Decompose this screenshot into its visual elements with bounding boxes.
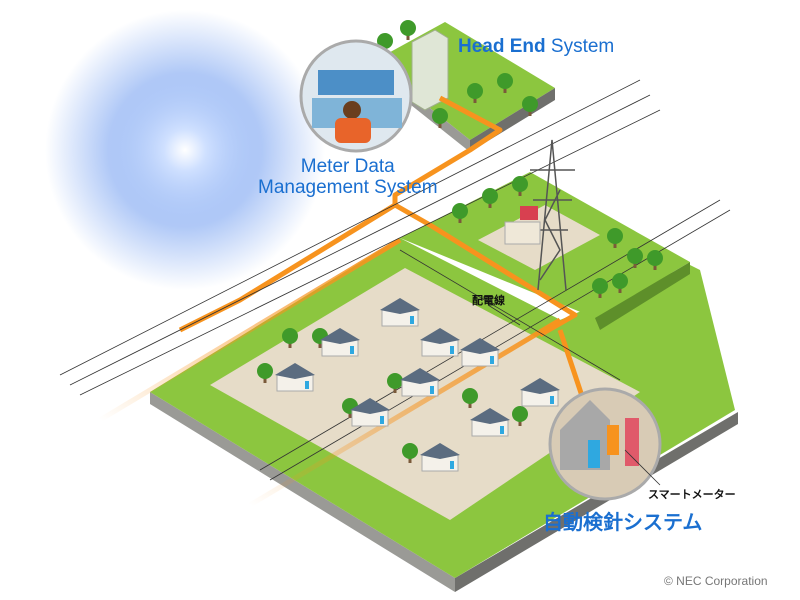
tree bbox=[522, 96, 538, 116]
smart-meter-label: スマートメーター bbox=[648, 489, 736, 501]
house bbox=[400, 368, 440, 397]
tree bbox=[282, 328, 298, 348]
mdm-label-line1: Meter Data bbox=[300, 156, 395, 177]
tree bbox=[467, 83, 483, 103]
head-end-label-rest: System bbox=[545, 36, 615, 57]
houses bbox=[275, 298, 560, 472]
house bbox=[320, 328, 360, 357]
transmission-tower bbox=[530, 139, 575, 291]
tree bbox=[452, 203, 468, 223]
house bbox=[350, 398, 390, 427]
smart-meter-icon bbox=[588, 440, 600, 468]
tree bbox=[647, 250, 663, 270]
tree bbox=[497, 73, 513, 93]
mdm-control-room bbox=[299, 39, 413, 153]
copyright: © NEC Corporation bbox=[664, 574, 768, 588]
substation-equipment bbox=[520, 206, 538, 220]
tree bbox=[482, 188, 498, 208]
distribution-line-label: 配電線 bbox=[472, 295, 505, 307]
house bbox=[380, 298, 420, 327]
tree bbox=[512, 406, 528, 426]
tree bbox=[627, 248, 643, 268]
substation-building bbox=[504, 221, 541, 245]
house bbox=[470, 408, 510, 437]
tree bbox=[612, 273, 628, 293]
tree bbox=[400, 20, 416, 40]
tree bbox=[387, 373, 403, 393]
house bbox=[275, 363, 315, 392]
head-end-system-label: Head End System bbox=[458, 36, 614, 58]
tree bbox=[432, 108, 448, 128]
sky-glow bbox=[45, 10, 325, 290]
tree bbox=[257, 363, 273, 383]
tree bbox=[592, 278, 608, 298]
distribution-line-pointer bbox=[487, 304, 521, 326]
mdm-label-line2: Management System bbox=[258, 177, 438, 198]
amr-system-label: 自動検針システム bbox=[543, 512, 703, 534]
house bbox=[420, 443, 460, 472]
house bbox=[420, 328, 460, 357]
house bbox=[460, 338, 500, 367]
head-end-label-bold: Head End bbox=[458, 36, 546, 57]
tree bbox=[402, 443, 418, 463]
tree bbox=[512, 176, 528, 196]
tree bbox=[462, 388, 478, 408]
tree bbox=[607, 228, 623, 248]
smart-meter-closeup bbox=[548, 387, 662, 501]
trees bbox=[257, 20, 663, 463]
house bbox=[520, 378, 560, 407]
